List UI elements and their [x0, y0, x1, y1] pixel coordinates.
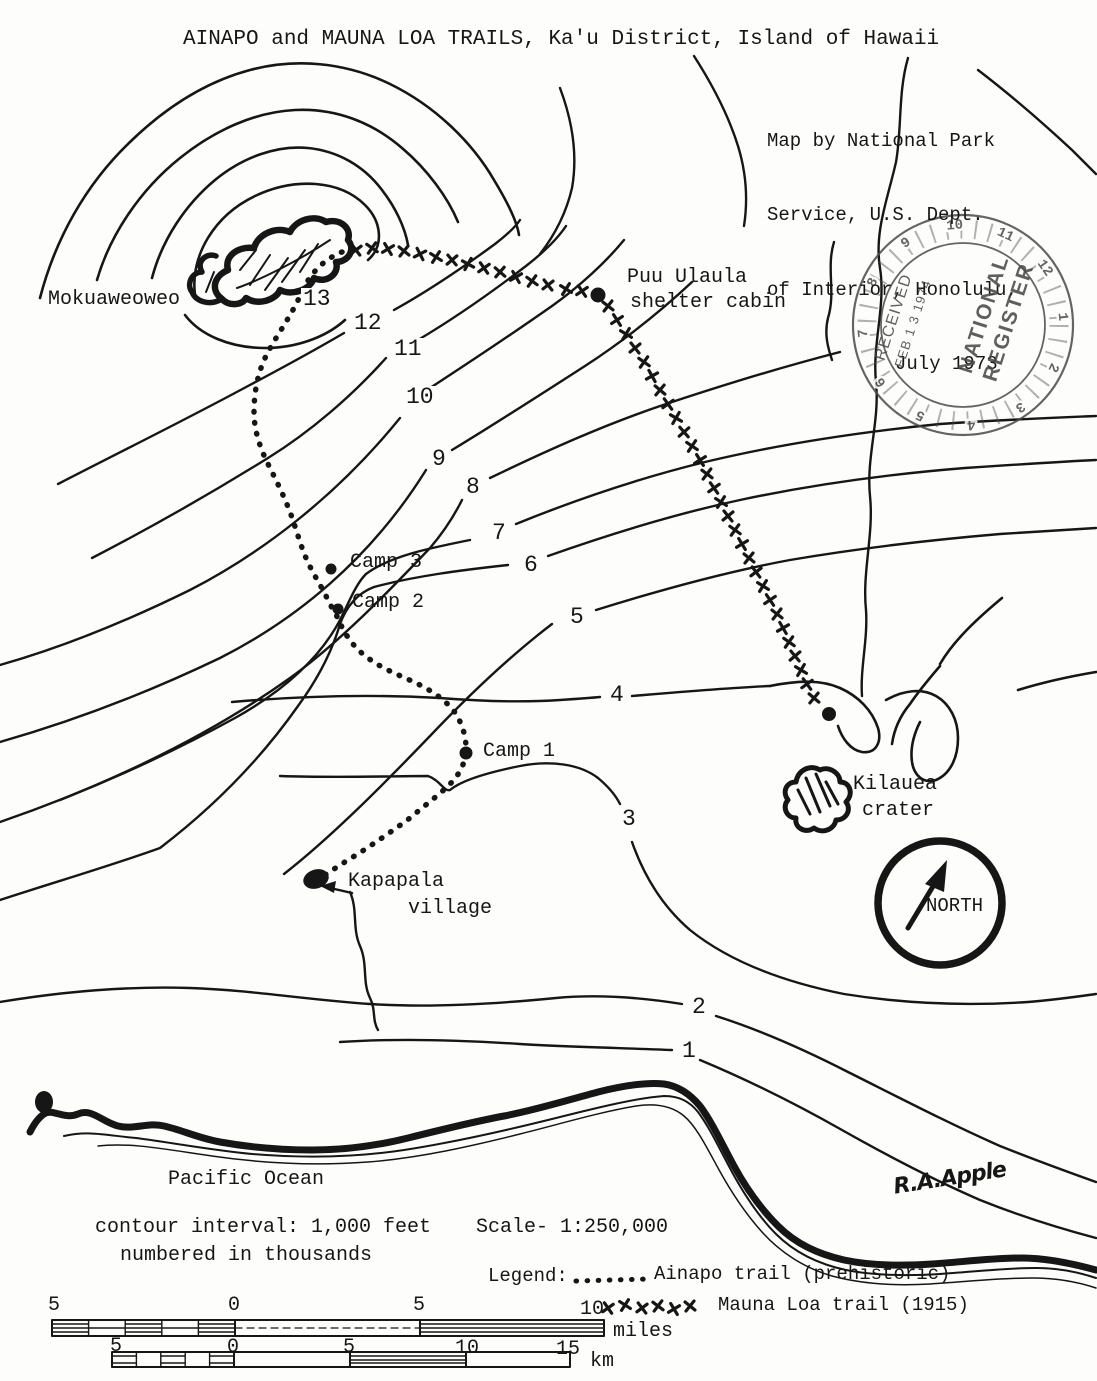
- miles-tick-label: 0: [228, 1294, 241, 1317]
- mauna-loa-trail-end-marker: [822, 707, 836, 721]
- north-compass: [874, 837, 1006, 969]
- dial-number: 2: [1044, 360, 1062, 374]
- contour-label-1: 1: [680, 1038, 698, 1064]
- trail-markers: [303, 287, 836, 889]
- kapapala-village-marker: [303, 869, 329, 889]
- camp3-marker: [325, 563, 337, 575]
- label-kilauea-1: Kilauea: [853, 773, 938, 796]
- km-tick-label: 10: [455, 1337, 480, 1360]
- contour-label-13: 13: [301, 286, 333, 312]
- label-pacific-ocean: Pacific Ocean: [168, 1168, 325, 1191]
- scale-bar-miles: [51, 1319, 605, 1337]
- dial-number: 4: [966, 416, 976, 433]
- contour-label-8: 8: [464, 474, 482, 500]
- kapapala-stream: [348, 890, 380, 1032]
- scale-bar-km: [111, 1351, 571, 1368]
- legend-ainapo-label: Ainapo trail (prehistoric): [654, 1263, 951, 1285]
- miles-unit-label: miles: [613, 1320, 674, 1343]
- label-camp2: Camp 2: [352, 591, 425, 614]
- credit-line: Map by National Park: [767, 130, 996, 153]
- miles-tick-label: 5: [413, 1294, 426, 1317]
- km-unit-label: km: [590, 1350, 615, 1373]
- contour-label-7: 7: [490, 520, 508, 546]
- label-kapapala-1: Kapapala: [348, 870, 445, 893]
- mokuaweoweo-caldera: [186, 215, 355, 308]
- legend-ainapo-sample: [573, 1276, 651, 1284]
- contour-label-10: 10: [404, 384, 436, 410]
- contour-label-4: 4: [608, 682, 626, 708]
- legend-samples: [573, 1276, 697, 1317]
- label-kilauea-2: crater: [862, 799, 935, 822]
- km-tick-label: 5: [343, 1336, 356, 1359]
- legend-heading: Legend:: [488, 1265, 568, 1287]
- summit-contour-arcs: [38, 62, 521, 350]
- ainapo-trail: [251, 249, 469, 881]
- label-puu-ulaula-2: shelter cabin: [630, 291, 787, 314]
- coastline: [26, 1080, 1097, 1289]
- label-camp1: Camp 1: [483, 740, 556, 763]
- contour-label-3: 3: [620, 806, 638, 832]
- kapapala-arrow: [320, 881, 354, 895]
- km-tick-label: 5: [110, 1335, 123, 1358]
- puu-ulaula-marker: [590, 287, 606, 303]
- contour-label-11: 11: [392, 336, 424, 362]
- note-contour-interval-1: contour interval: 1,000 feet: [95, 1216, 432, 1239]
- credit-line: July 1973: [895, 352, 998, 375]
- label-puu-ulaula-1: Puu Ulaula: [627, 266, 748, 289]
- note-contour-interval-2: numbered in thousands: [120, 1244, 373, 1267]
- miles-tick-label: 10: [580, 1298, 605, 1321]
- credit-line: of Interior, Honolulu,: [767, 278, 1018, 301]
- label-kapapala-2: village: [408, 897, 493, 920]
- miles-tick-label: 5: [48, 1294, 61, 1317]
- legend-mauna-loa-label: Mauna Loa trail (1915): [718, 1294, 969, 1316]
- camp1-marker: [459, 746, 473, 760]
- contour-label-2: 2: [690, 994, 708, 1020]
- dial-number: 1: [1054, 312, 1071, 322]
- legend-mauna-loa-sample: [601, 1298, 697, 1317]
- dial-number: 10: [946, 217, 964, 234]
- credit-line: Service, U.S. Dept.: [767, 204, 984, 227]
- note-scale: Scale- 1:250,000: [476, 1216, 669, 1239]
- contour-label-12: 12: [352, 310, 384, 336]
- km-tick-label: 15: [556, 1338, 581, 1361]
- contour-label-6: 6: [522, 552, 540, 578]
- dial-number: 7: [856, 328, 873, 338]
- km-tick-label: 0: [227, 1336, 240, 1359]
- dial-number: 5: [914, 406, 928, 424]
- label-camp3: Camp 3: [350, 551, 423, 574]
- contour-label-5: 5: [568, 604, 586, 630]
- credit-block: Map by National Park Service, U.S. Dept.…: [767, 80, 1018, 401]
- map-title: AINAPO and MAUNA LOA TRAILS, Ka'u Distri…: [183, 28, 940, 51]
- kilauea-area-contours: [768, 596, 1097, 783]
- label-north: NORTH: [926, 895, 984, 917]
- label-mokuaweoweo: Mokuaweoweo: [48, 288, 181, 311]
- camp2-marker: [332, 603, 344, 615]
- contour-label-9: 9: [430, 446, 448, 472]
- north-arrow-head: [925, 860, 947, 892]
- contour-lines: [0, 54, 1097, 1240]
- kilauea-crater: [782, 765, 853, 834]
